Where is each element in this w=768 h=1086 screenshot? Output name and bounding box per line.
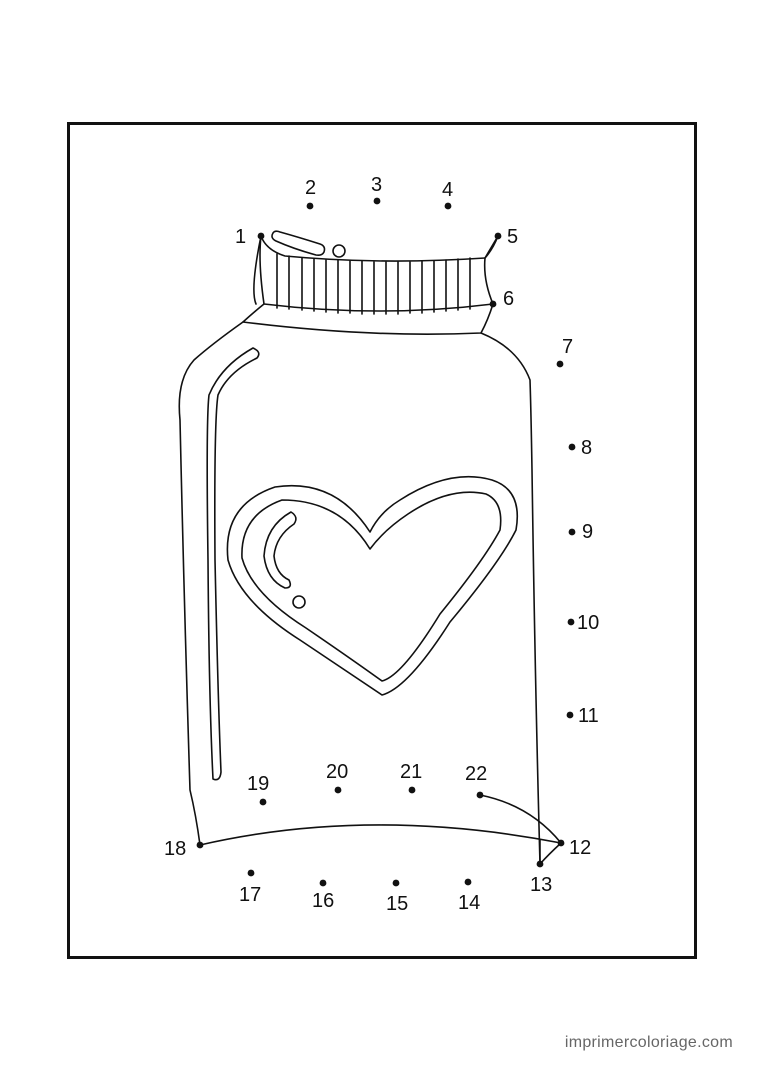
dot-label-22: 22 bbox=[465, 763, 487, 785]
lid-highlight bbox=[271, 230, 326, 256]
page-frame bbox=[67, 122, 697, 959]
dot-label-9: 9 bbox=[582, 521, 593, 543]
dot-label-1: 1 bbox=[235, 226, 246, 248]
dot-22 bbox=[476, 791, 484, 799]
dot-label-5: 5 bbox=[507, 226, 518, 248]
dot-13 bbox=[536, 860, 544, 868]
dot-5 bbox=[494, 232, 502, 240]
heart-outer bbox=[226, 475, 519, 696]
dot-label-2: 2 bbox=[305, 177, 316, 199]
dot-11 bbox=[566, 711, 574, 719]
dot-19 bbox=[259, 798, 267, 806]
line-5-6 bbox=[484, 235, 499, 259]
jar-body bbox=[178, 321, 562, 865]
dot-label-13: 13 bbox=[530, 874, 552, 896]
heart-bubble bbox=[292, 595, 306, 609]
dot-label-7: 7 bbox=[562, 336, 573, 358]
jar-highlight bbox=[206, 347, 260, 781]
dot-8 bbox=[568, 443, 576, 451]
dot-label-18: 18 bbox=[164, 838, 186, 860]
dot-3 bbox=[373, 197, 381, 205]
lid-ridges bbox=[276, 253, 471, 315]
dot-14 bbox=[464, 878, 472, 886]
dot-label-4: 4 bbox=[442, 179, 453, 201]
dot-label-14: 14 bbox=[458, 892, 480, 914]
lid-rim bbox=[260, 235, 486, 262]
dot-label-12: 12 bbox=[569, 837, 591, 859]
dot-16 bbox=[319, 879, 327, 887]
heart-highlight bbox=[263, 511, 297, 589]
dot-18 bbox=[196, 841, 204, 849]
dot-label-11: 11 bbox=[578, 705, 599, 727]
dot-label-17: 17 bbox=[239, 884, 261, 906]
dot-label-3: 3 bbox=[371, 174, 382, 196]
dot-label-15: 15 bbox=[386, 893, 408, 915]
dot-21 bbox=[408, 786, 416, 794]
jar-shoulder bbox=[242, 303, 494, 335]
dot-20 bbox=[334, 786, 342, 794]
dot-label-20: 20 bbox=[326, 761, 348, 783]
dot-1 bbox=[257, 232, 265, 240]
dot-6 bbox=[489, 300, 497, 308]
dot-label-19: 19 bbox=[247, 773, 269, 795]
dot-12 bbox=[557, 839, 565, 847]
lid-bubble bbox=[332, 244, 346, 258]
site-credit: imprimercoloriage.com bbox=[564, 1034, 733, 1051]
line-22-12 bbox=[479, 794, 562, 844]
dot-9 bbox=[568, 528, 576, 536]
dot-label-21: 21 bbox=[400, 761, 422, 783]
dot-label-10: 10 bbox=[577, 612, 599, 634]
dot-label-16: 16 bbox=[312, 890, 334, 912]
dot-7 bbox=[556, 360, 564, 368]
dot-label-6: 6 bbox=[503, 288, 514, 310]
dot-17 bbox=[247, 869, 255, 877]
dot-10 bbox=[567, 618, 575, 626]
line-1-2 bbox=[253, 235, 262, 305]
dot-2 bbox=[306, 202, 314, 210]
dot-4 bbox=[444, 202, 452, 210]
jar-lid bbox=[259, 235, 499, 312]
dot-label-8: 8 bbox=[581, 437, 592, 459]
heart-inner bbox=[241, 491, 502, 682]
dot-15 bbox=[392, 879, 400, 887]
